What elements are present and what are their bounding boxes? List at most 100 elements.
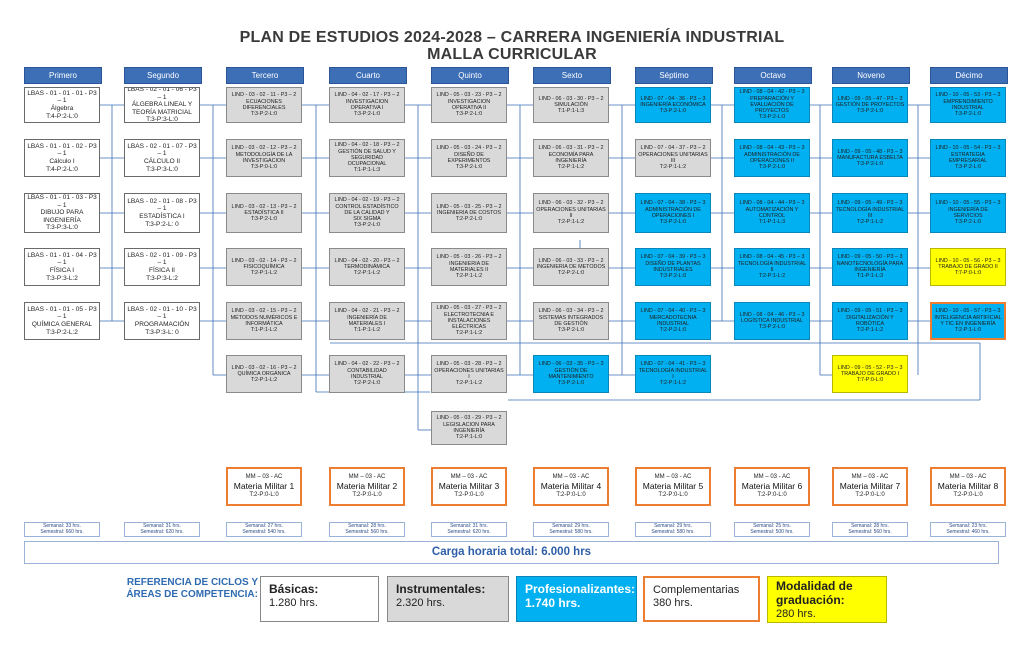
course-box: LIND - 09 - 05 - 52 - P3 – 3 TRABAJO DE … [832,355,908,393]
military-name: Materia Militar 2 [336,481,398,491]
hours-semester: Semestral: 660 hrs. [40,529,84,535]
course-box: LBAS - 02 - 01 - 10 - P3 – 1 PROGRAMACIÓ… [124,302,200,340]
course-box: LIND - 06 - 03 - 32 - P3 – 2 OPERACIONES… [533,193,609,233]
course-box: LIND - 05 - 03 - 28 - P3 – 2 OPERACIONES… [431,355,507,393]
semester-hours: Semanal: 28 hrs.Semestral: 560 hrs. [832,522,908,537]
legend-basicas-value: 1.280 hrs. [269,597,318,609]
course-box: LIND - 08 - 04 - 45 - P3 – 3 TECNOLOGÍA … [734,248,810,286]
course-box: LIND - 10 - 05 - 54 - P3 – 3 ESTRATEGIA … [930,139,1006,177]
legend-graduacion-label: Modalidad de graduación: [776,579,853,607]
semester-header-1: Primero [24,67,102,84]
course-text: LIND - 03 - 02 - 12 - P3 – 2 METODOLOGÍA… [231,145,297,171]
course-text: LIND - 04 - 02 - 20 - P3 – 2 TERMODINÁMI… [334,257,400,277]
course-box: LIND - 06 - 03 - 33 - P3 – 2 INGENIERIA … [533,248,609,286]
course-box: LIND - 03 - 02 - 16 - P3 – 2 QUÍMICA ORG… [226,355,302,393]
course-box: LIND - 05 - 03 - 23 - P3 – 2 INVESTIGACI… [431,87,507,123]
semester-header-6: Sexto [533,67,611,84]
course-box: LIND - 05 - 03 - 27 - P3 – 2 ELECTROTECN… [431,302,507,340]
course-text: LBAS - 01 - 01 - 05 - P3 – 1 QUÍMICA GEN… [27,305,97,336]
semester-hours: Semanal: 27 hrs.Semestral: 540 hrs. [226,522,302,537]
course-text: LIND - 05 - 03 - 29 - P3 – 2 LEGISLACION… [436,415,502,441]
course-box: LIND - 09 - 05 - 50 - P3 – 3 NANOTECNOLO… [832,248,908,286]
course-text: LIND - 07 - 04 - 39 - P3 – 3 DISEÑO DE P… [640,254,706,280]
military-code: MM – 03 - AC [753,474,791,480]
course-text: LIND - 07 - 04 - 41 - P3 – 3 TECNOLOGÍA … [638,361,708,387]
course-box: LBAS - 01 - 01 - 02 - P3 – 1 Cálculo I T… [24,139,100,177]
hours-weekly: Semanal: 27 hrs. [245,523,283,529]
military-hours: T:2-P:0-L:0 [249,492,279,498]
military-code: MM – 03 - AC [348,474,386,480]
course-box: LIND - 03 - 02 - 14 - P3 – 2 FISICOQUÍMI… [226,248,302,286]
course-box: LIND - 10 - 05 - 53 - P3 – 3 EMPRENDIMIE… [930,87,1006,123]
semester-header-2: Segundo [124,67,202,84]
legend-heading: REFERENCIA DE CICLOS Y ÁREAS DE COMPETEN… [126,577,258,600]
semester-header-10: Décimo [930,67,1008,84]
military-code: MM – 03 - AC [949,474,987,480]
military-code: MM – 03 - AC [450,474,488,480]
course-text: LBAS - 02 - 01 - 06 - P3 – 1 ÁLGEBRA LIN… [127,87,197,123]
page-subtitle: MALLA CURRICULAR [427,46,597,63]
semester-header-8: Octavo [734,67,812,84]
semester-hours: Semanal: 29 hrs.Semestral: 580 hrs. [533,522,609,537]
hours-weekly: Semanal: 28 hrs. [851,523,889,529]
course-text: LIND - 07 - 04 - 36 - P3 – 3 INGENIERÍA … [640,95,706,115]
course-text: LIND - 05 - 03 - 28 - P3 – 2 OPERACIONES… [434,361,504,387]
course-box: LIND - 07 - 04 - 41 - P3 – 3 TECNOLOGÍA … [635,355,711,393]
course-box: LIND - 05 - 03 - 24 - P3 – 2 DISEÑO DE E… [431,139,507,177]
course-box: LIND - 07 - 04 - 38 - P3 – 3 ADMINISTRAC… [635,193,711,233]
course-box: LBAS - 01 - 01 - 05 - P3 – 1 QUÍMICA GEN… [24,302,100,340]
hours-semester: Semestral: 560 hrs. [345,529,389,535]
course-text: LIND - 09 - 05 - 49 - P3 – 3 TECNOLOGÍA … [835,200,905,226]
course-text: LIND - 08 - 04 - 46 - P3 – 3 LOGÍSTICA I… [739,311,805,331]
military-hours: T:2-P:0-L:0 [658,492,688,498]
course-box: LIND - 10 - 05 - 56 - P3 – 3 TRABAJO DE … [930,248,1006,286]
course-box: LIND - 09 - 05 - 51 - P3 – 3 DIGITALIZAC… [832,302,908,340]
course-text: LIND - 06 - 03 - 35 - P3 – 3 GESTIÓN DE … [538,361,604,387]
military-hours: T:2-P:0-L:0 [556,492,586,498]
semester-header-7: Séptimo [635,67,713,84]
course-box: LIND - 08 - 04 - 44 - P3 – 3 AUTOMATIZAC… [734,193,810,233]
course-text: LIND - 06 - 03 - 34 - P3 – 2 SISTEMAS IN… [538,308,604,334]
semester-hours: Semanal: 28 hrs.Semestral: 560 hrs. [329,522,405,537]
course-text: LIND - 04 - 02 - 17 - P3 – 2 INVESTIGACI… [334,92,400,118]
course-text: LIND - 04 - 02 - 21 - P3 – 2 INGENIERÍA … [334,308,400,334]
course-text: LIND - 09 - 05 - 48 - P3 – 3 MANUFACTURA… [837,148,903,168]
legend-profesionalizantes-label: Profesionalizantes: [525,582,636,596]
course-text: LBAS - 02 - 01 - 08 - P3 – 1 ESTADÍSTICA… [127,197,197,228]
course-box: LIND - 07 - 04 - 36 - P3 – 3 INGENIERÍA … [635,87,711,123]
semester-hours: Semanal: 31 hrs.Semestral: 620 hrs. [124,522,200,537]
course-box: LIND - 09 - 05 - 49 - P3 – 3 TECNOLOGÍA … [832,193,908,233]
hours-semester: Semestral: 620 hrs. [140,529,184,535]
course-box: LBAS - 01 - 01 - 03 - P3 – 1 DIBUJO PARA… [24,193,100,233]
course-text: LBAS - 02 - 01 - 09 - P3 – 1 FÍSICA II T… [127,251,197,282]
page-title: PLAN DE ESTUDIOS 2024-2028 – CARRERA ING… [239,29,785,46]
course-text: LIND - 09 - 05 - 51 - P3 – 3 DIGITALIZAC… [837,308,903,334]
course-box: LIND - 06 - 03 - 30 - P3 – 2 SIMULACIÓN … [533,87,609,123]
hours-semester: Semestral: 620 hrs. [447,529,491,535]
course-box: LIND - 04 - 02 - 18 - P3 – 2 GESTIÓN DE … [329,139,405,177]
military-name: Materia Militar 6 [741,481,803,491]
military-name: Materia Militar 8 [937,481,999,491]
course-box: LBAS - 02 - 01 - 07 - P3 – 1 CÁLCULO II … [124,139,200,177]
course-box: LIND - 06 - 03 - 35 - P3 – 3 GESTIÓN DE … [533,355,609,393]
course-text: LIND - 07 - 04 - 37 - P3 – 2 OPERACIONES… [638,145,708,171]
hours-semester: Semestral: 580 hrs. [651,529,695,535]
semester-header-5: Quinto [431,67,509,84]
legend-complementarias-value: 380 hrs. [653,597,693,609]
hours-weekly: Semanal: 31 hrs. [143,523,181,529]
course-box: LIND - 05 - 03 - 25 - P3 – 2 INGENIERIA … [431,193,507,233]
course-text: LIND - 10 - 05 - 54 - P3 – 3 ESTRATEGIA … [935,145,1001,171]
course-text: LIND - 03 - 02 - 15 - P3 – 2 MÉTODOS NUM… [230,308,298,334]
course-box: LIND - 06 - 03 - 34 - P3 – 2 SISTEMAS IN… [533,302,609,340]
course-text: LIND - 09 - 05 - 47 - P3 – 3 GESTIÓN DE … [835,95,905,115]
course-box: LIND - 07 - 04 - 40 - P3 – 3 MERCADOTECN… [635,302,711,340]
course-box: LIND - 07 - 04 - 37 - P3 – 2 OPERACIONES… [635,139,711,177]
course-text: LIND - 03 - 02 - 13 - P3 – 2 ESTADÍSTICA… [231,203,297,223]
legend-basicas-label: Básicas: [269,582,319,596]
military-hours: T:2-P:0-L:0 [352,492,382,498]
course-box: LBAS - 01 - 01 - 01 - P3 – 1 Álgebra T:4… [24,87,100,123]
course-text: LIND - 05 - 03 - 25 - P3 – 2 INGENIERIA … [436,203,502,223]
